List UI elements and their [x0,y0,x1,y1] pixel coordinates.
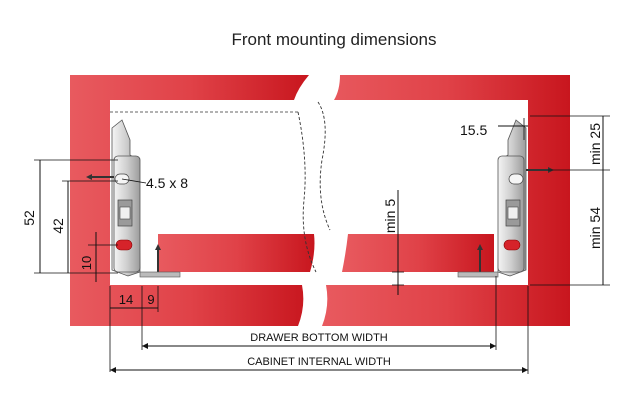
drawer-bottom-left [158,234,315,272]
label-hole: 4.5 x 8 [146,175,188,191]
right-bracket-foot [457,271,499,278]
hole-leader [121,178,147,184]
label-cabinet-internal-width: CABINET INTERNAL WIDTH [247,356,391,368]
label-42: 42 [50,218,66,234]
dim-min25: min 25 [530,115,610,171]
label-14: 14 [119,292,133,307]
dim-drawer-bottom-width: DRAWER BOTTOM WIDTH [142,276,497,350]
cabinet-right-section [322,75,570,326]
break-line-2 [317,101,331,231]
diagram-title: Front mounting dimensions [231,30,437,49]
label-min25: min 25 [587,123,603,165]
break-line [297,111,317,273]
label-10: 10 [79,256,94,270]
dim-15-5: 15.5 [460,118,528,140]
left-bracket [86,119,181,278]
dim-14-9: 14 9 [109,286,159,372]
dim-min5: min 5 [382,190,404,295]
label-52: 52 [21,210,37,226]
dim-52: 52 [21,159,118,274]
dim-42: 42 [50,180,118,273]
label-min54: min 54 [587,207,603,249]
dim-min54: min 54 [530,170,610,286]
drawer-bottom-right [342,234,494,272]
dim-cabinet-internal-width: CABINET INTERNAL WIDTH [110,286,529,374]
label-15-5: 15.5 [460,122,487,138]
cabinet-left-section [70,75,309,326]
dim-10: 10 [79,232,118,282]
left-bracket-foot [139,271,181,278]
label-min5: min 5 [382,199,398,233]
label-drawer-bottom-width: DRAWER BOTTOM WIDTH [250,332,388,344]
right-bracket [457,119,554,278]
label-9: 9 [147,292,154,307]
